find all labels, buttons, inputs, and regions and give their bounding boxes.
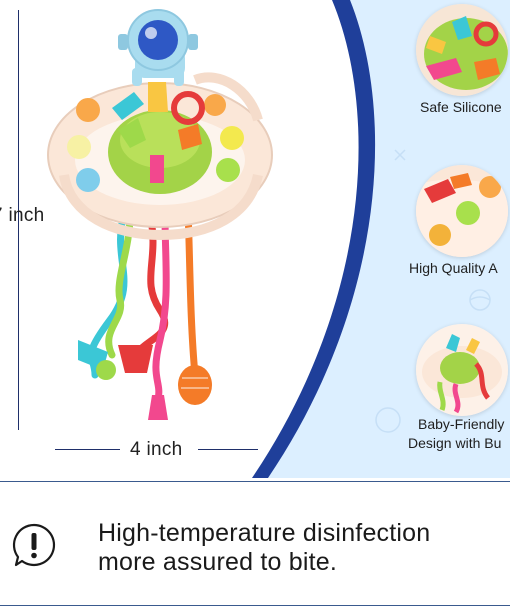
product-image-panel: 7 inch 4 inch — [0, 0, 510, 478]
section-divider-top — [0, 481, 510, 482]
feature-thumb-silicone — [416, 4, 508, 96]
exclamation-speech-icon — [12, 523, 56, 567]
width-dimension-line-right — [198, 449, 258, 450]
feature-label-design-line1: Baby-Friendly — [418, 416, 505, 432]
height-label: 7 inch — [0, 205, 45, 226]
notice-line-1: High-temperature disinfection — [98, 519, 431, 547]
feature-label-quality: High Quality A — [409, 260, 498, 276]
feature-thumb-design — [416, 324, 508, 416]
height-dimension-line — [18, 10, 19, 430]
section-divider-bottom — [0, 605, 510, 606]
width-dimension-line-left — [55, 449, 120, 450]
sensory-toy-image — [47, 9, 273, 420]
feature-label-silicone: Safe Silicone — [420, 99, 502, 115]
feature-label-design-line2: Design with Bu — [408, 435, 502, 451]
feature-thumb-quality — [416, 165, 508, 257]
width-label: 4 inch — [130, 439, 183, 460]
notice-line-2: more assured to bite. — [98, 548, 338, 576]
disinfection-notice: High-temperature disinfection more assur… — [98, 519, 430, 577]
